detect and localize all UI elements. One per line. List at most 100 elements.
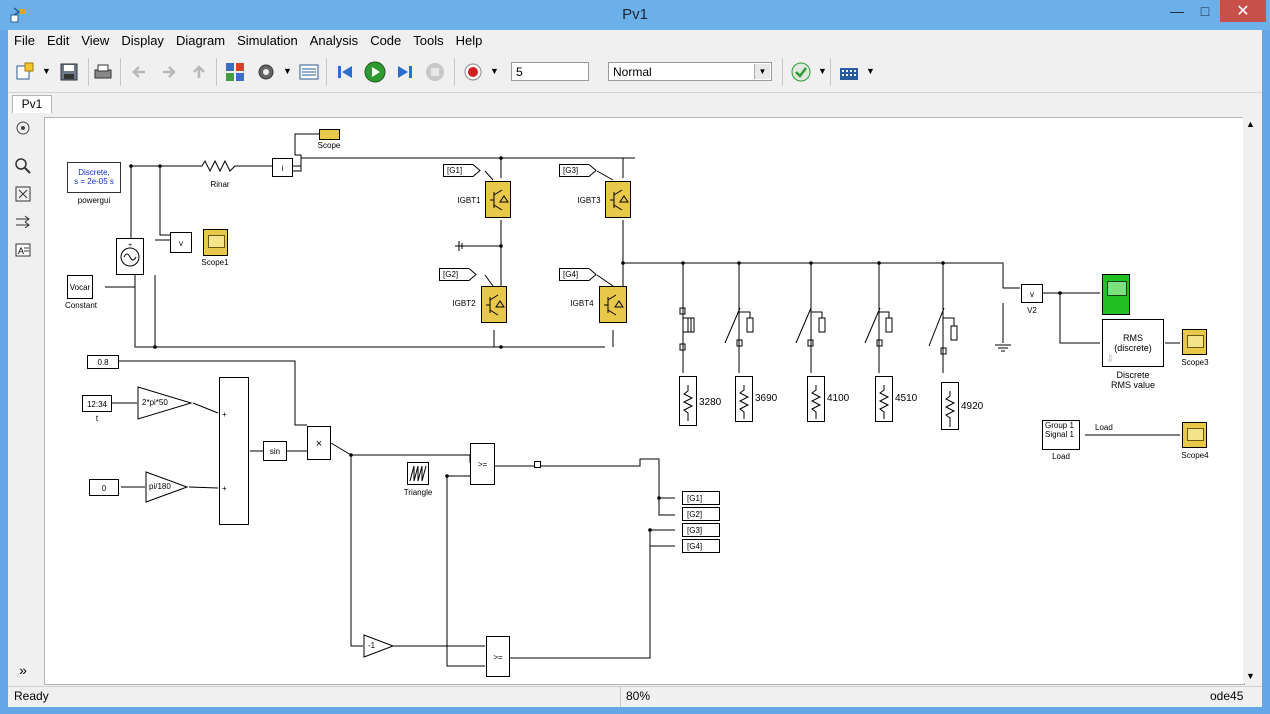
model-explorer-icon[interactable] — [298, 61, 320, 83]
menu-edit[interactable]: Edit — [46, 33, 70, 48]
voltage-measurement-block[interactable]: v — [170, 232, 192, 253]
annotation-icon[interactable]: A — [14, 241, 32, 259]
record-icon[interactable] — [462, 61, 484, 83]
back-icon[interactable] — [128, 61, 150, 83]
relational-operator-1-block[interactable]: >= — [470, 443, 495, 485]
igbt2-block[interactable] — [481, 286, 507, 323]
menu-file[interactable]: File — [14, 33, 35, 48]
scope-block[interactable] — [319, 129, 340, 140]
gain-pi180-block[interactable]: pi/180 — [145, 471, 189, 506]
sin-block[interactable]: sin — [263, 441, 287, 461]
load-4100-block[interactable] — [807, 376, 825, 422]
constant-0-block[interactable]: 0 — [89, 479, 119, 496]
step-back-icon[interactable] — [334, 61, 356, 83]
gain-neg1-block[interactable]: -1 — [363, 634, 395, 661]
v2-voltage-measurement-block[interactable]: v — [1021, 284, 1043, 303]
green-scope-block[interactable] — [1102, 274, 1130, 315]
menu-analysis[interactable]: Analysis — [309, 33, 359, 48]
close-icon[interactable]: ✕ — [1220, 0, 1266, 22]
menu-code[interactable]: Code — [370, 33, 402, 48]
clock-block[interactable]: 12:34 — [82, 395, 112, 412]
scope3-label: Scope3 — [1181, 358, 1209, 367]
goto-g1-tag[interactable]: [G1] — [682, 491, 720, 505]
stop-icon[interactable] — [424, 61, 446, 83]
constant-08-block[interactable]: 0.8 — [87, 355, 119, 369]
chevron-down-icon[interactable]: ▼ — [754, 64, 770, 79]
up-icon[interactable] — [188, 61, 210, 83]
build-dropdown-icon[interactable]: ▼ — [866, 66, 875, 76]
signal-arrow-icon[interactable] — [14, 213, 32, 231]
simulation-mode-select[interactable]: Normal ▼ — [608, 62, 772, 81]
scroll-up-icon[interactable]: ▲ — [1246, 119, 1255, 129]
goto-g3-tag[interactable]: [G3] — [682, 523, 720, 537]
minimize-icon[interactable]: — — [1170, 3, 1184, 19]
menu-view[interactable]: View — [81, 33, 110, 48]
step-forward-icon[interactable] — [394, 61, 416, 83]
menu-help[interactable]: Help — [455, 33, 483, 48]
load-signal-builder-block[interactable]: Group 1 Signal 1 — [1042, 420, 1080, 450]
maximize-icon[interactable]: □ — [1200, 3, 1210, 19]
relational-operator-2-block[interactable]: >= — [486, 636, 510, 677]
print-icon[interactable] — [92, 61, 114, 83]
svg-text:A: A — [18, 246, 24, 256]
scope1-block[interactable] — [203, 229, 228, 256]
load-3690-label: 3690 — [755, 393, 778, 404]
load-4510-block[interactable] — [875, 376, 893, 422]
triangle-label: Triangle — [403, 488, 433, 497]
from-g4-tag[interactable]: [G4] — [559, 268, 597, 281]
gain-2pi50-block[interactable]: 2*pi*50 — [137, 386, 193, 423]
app-icon[interactable] — [10, 6, 28, 24]
forward-icon[interactable] — [158, 61, 180, 83]
load-4510-label: 4510 — [895, 393, 918, 404]
triangle-block[interactable] — [407, 462, 429, 485]
ac-voltage-source-block[interactable]: + — [116, 238, 144, 275]
load-3280-block[interactable] — [679, 376, 697, 426]
menu-tools[interactable]: Tools — [413, 33, 444, 48]
vertical-scrollbar[interactable]: ▲ ▼ — [1243, 117, 1260, 683]
powergui-block[interactable]: Discrete, s = 2e-05 s — [67, 162, 121, 193]
settings-gear-icon[interactable] — [255, 61, 277, 83]
simulation-mode-value: Normal — [613, 65, 652, 79]
menu-display[interactable]: Display — [121, 33, 164, 48]
igbt1-block[interactable] — [485, 181, 511, 218]
load-4920-label: 4920 — [961, 401, 984, 412]
record-dropdown-icon[interactable]: ▼ — [490, 66, 499, 76]
new-model-icon[interactable] — [14, 61, 36, 83]
sum-block[interactable]: + + — [219, 377, 249, 525]
menu-simulation[interactable]: Simulation — [237, 33, 298, 48]
from-g3-tag[interactable]: [G3] — [559, 164, 597, 177]
new-dropdown-icon[interactable]: ▼ — [42, 66, 51, 76]
igbt3-block[interactable] — [605, 181, 631, 218]
igbt4-block[interactable] — [599, 286, 627, 323]
constant-vocar-block[interactable]: Vocar — [67, 275, 93, 299]
expand-palette-icon[interactable]: » — [19, 662, 27, 678]
build-icon[interactable] — [838, 61, 860, 83]
hide-show-explorer-icon[interactable] — [14, 119, 32, 137]
scroll-down-icon[interactable]: ▼ — [1246, 671, 1255, 681]
scope3-block[interactable] — [1182, 329, 1207, 355]
from-g1-tag[interactable]: [G1] — [443, 164, 481, 177]
goto-g4-tag[interactable]: [G4] — [682, 539, 720, 553]
fit-to-view-icon[interactable] — [14, 185, 32, 203]
menu-diagram[interactable]: Diagram — [175, 33, 226, 48]
library-browser-icon[interactable] — [224, 61, 246, 83]
check-model-icon[interactable] — [790, 61, 812, 83]
goto-g2-tag[interactable]: [G2] — [682, 507, 720, 521]
tab-pv1[interactable]: Pv1 — [12, 95, 52, 113]
from-g2-tag[interactable]: [G2] — [439, 268, 477, 281]
check-dropdown-icon[interactable]: ▼ — [818, 66, 827, 76]
stop-time-input[interactable]: 5 — [511, 62, 589, 81]
zoom-icon[interactable] — [14, 157, 32, 175]
load-4920-block[interactable] — [941, 382, 959, 430]
status-solver: ode45 — [1210, 689, 1244, 703]
diagram-area[interactable]: Discrete, s = 2e-05 s powergui + Vocar C… — [44, 117, 1245, 685]
save-icon[interactable] — [58, 61, 80, 83]
sum-plus-2: + — [222, 484, 227, 493]
product-block[interactable]: × — [307, 426, 331, 460]
load-3690-block[interactable] — [735, 376, 753, 422]
scope4-block[interactable] — [1182, 422, 1207, 448]
settings-dropdown-icon[interactable]: ▼ — [283, 66, 292, 76]
current-measurement-block[interactable]: i — [272, 158, 293, 177]
rms-block[interactable]: RMS (discrete) ⇩ — [1102, 319, 1164, 367]
run-icon[interactable] — [364, 61, 386, 83]
